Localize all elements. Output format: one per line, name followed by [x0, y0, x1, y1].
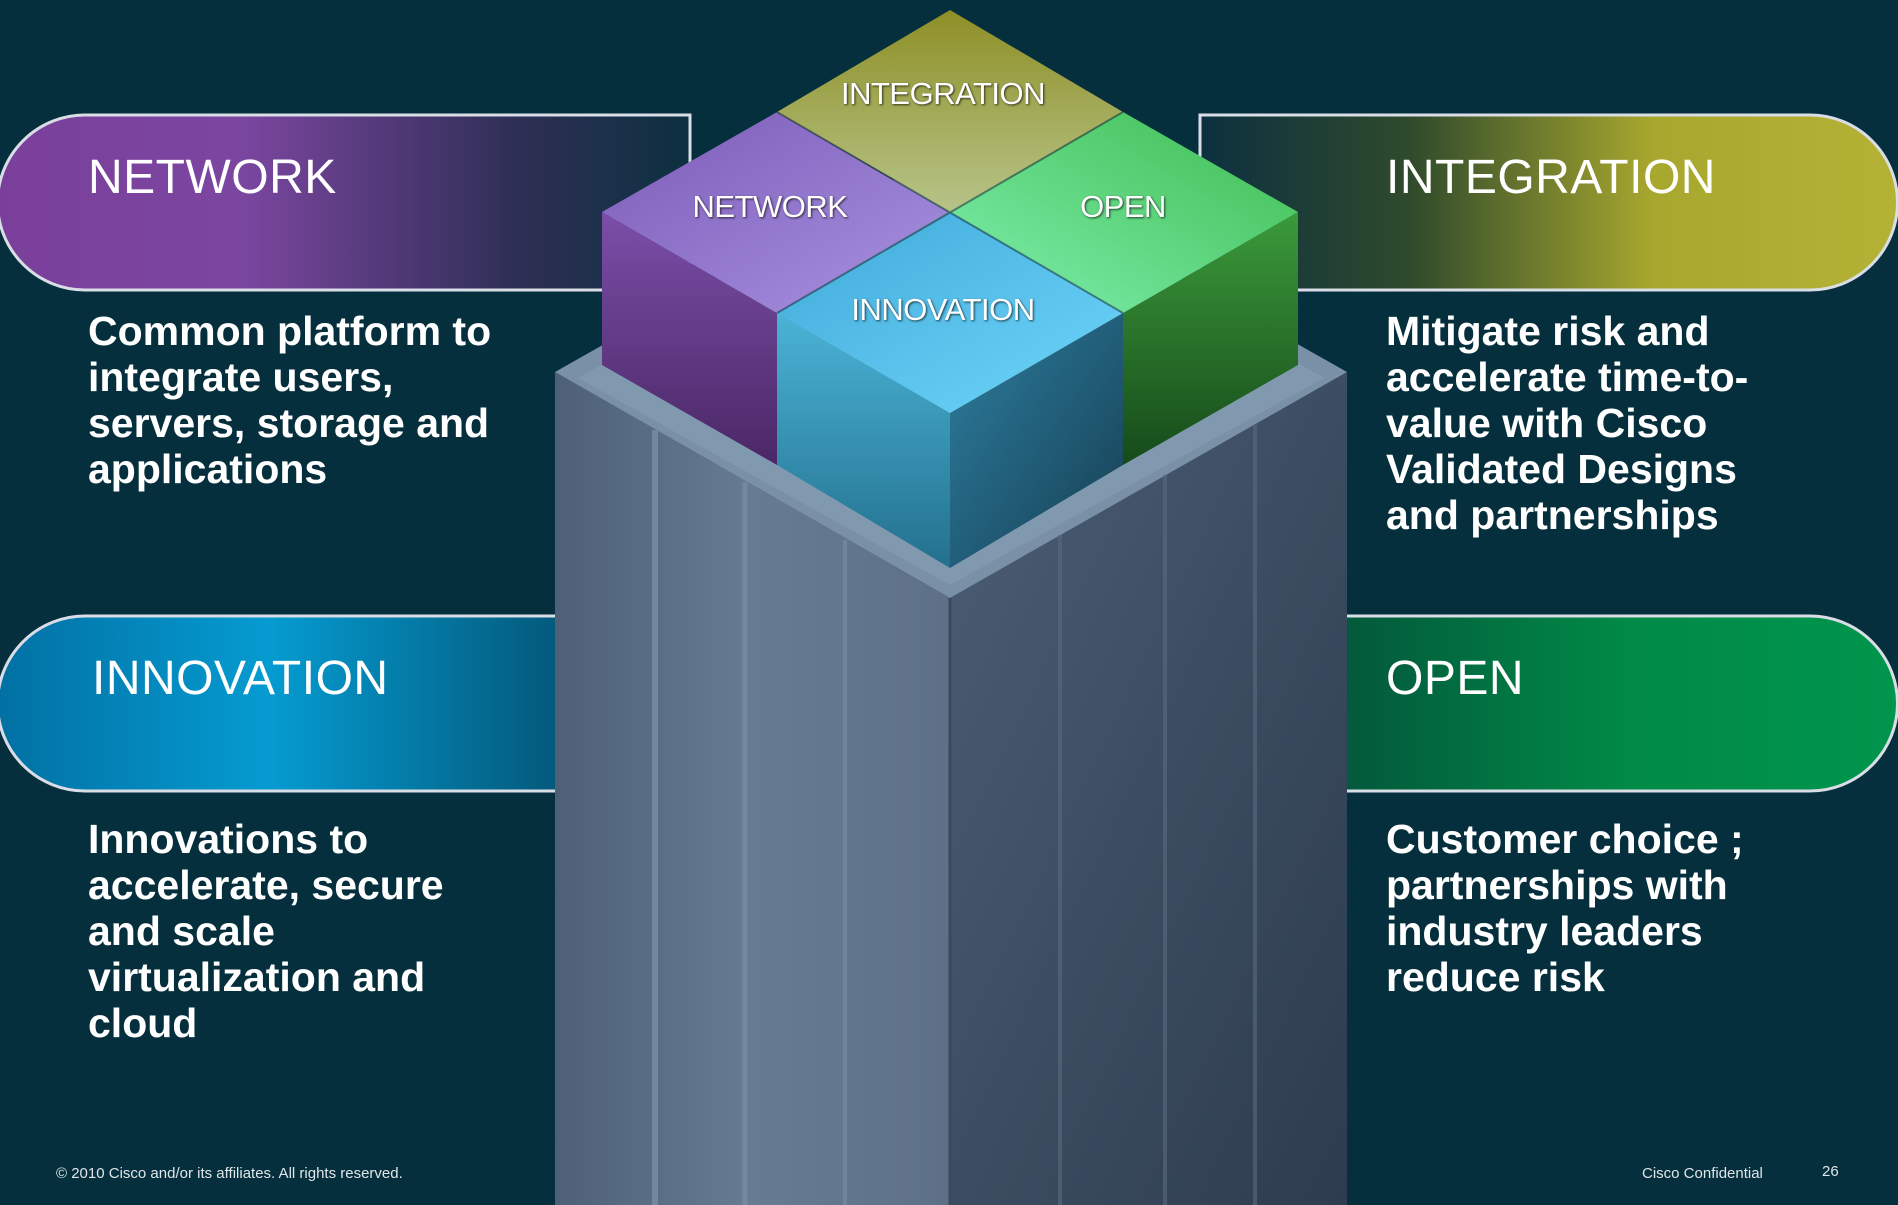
cube-label-innovation: INNOVATION — [851, 292, 1035, 327]
cube-label-integration: INTEGRATION — [840, 76, 1046, 111]
cube-block-network — [602, 112, 948, 465]
integration-title: INTEGRATION — [1386, 151, 1716, 204]
innovation-title: INNOVATION — [92, 652, 389, 705]
integration-pill — [1198, 113, 1898, 292]
footer-confidential: Cisco Confidential — [1642, 1165, 1763, 1182]
cube-block-innovation — [777, 212, 1123, 568]
cube-label-open: OPEN — [1080, 189, 1166, 224]
network-description: Common platform to integrate users, serv… — [88, 308, 492, 492]
network-pill — [0, 113, 692, 292]
network-title: NETWORK — [88, 151, 337, 204]
innovation-description: Innovations to accelerate, secure and sc… — [88, 816, 444, 1046]
open-title: OPEN — [1386, 652, 1525, 705]
innovation-pill — [0, 614, 602, 793]
open-description: Customer choice ; partnerships with indu… — [1386, 816, 1744, 1000]
footer-page-number: 26 — [1822, 1163, 1839, 1180]
footer-copyright: © 2010 Cisco and/or its affiliates. All … — [56, 1165, 403, 1182]
open-pill — [1298, 614, 1898, 793]
integration-description: Mitigate risk and accelerate time-to- va… — [1386, 308, 1749, 538]
cube-label-network: NETWORK — [692, 189, 848, 224]
